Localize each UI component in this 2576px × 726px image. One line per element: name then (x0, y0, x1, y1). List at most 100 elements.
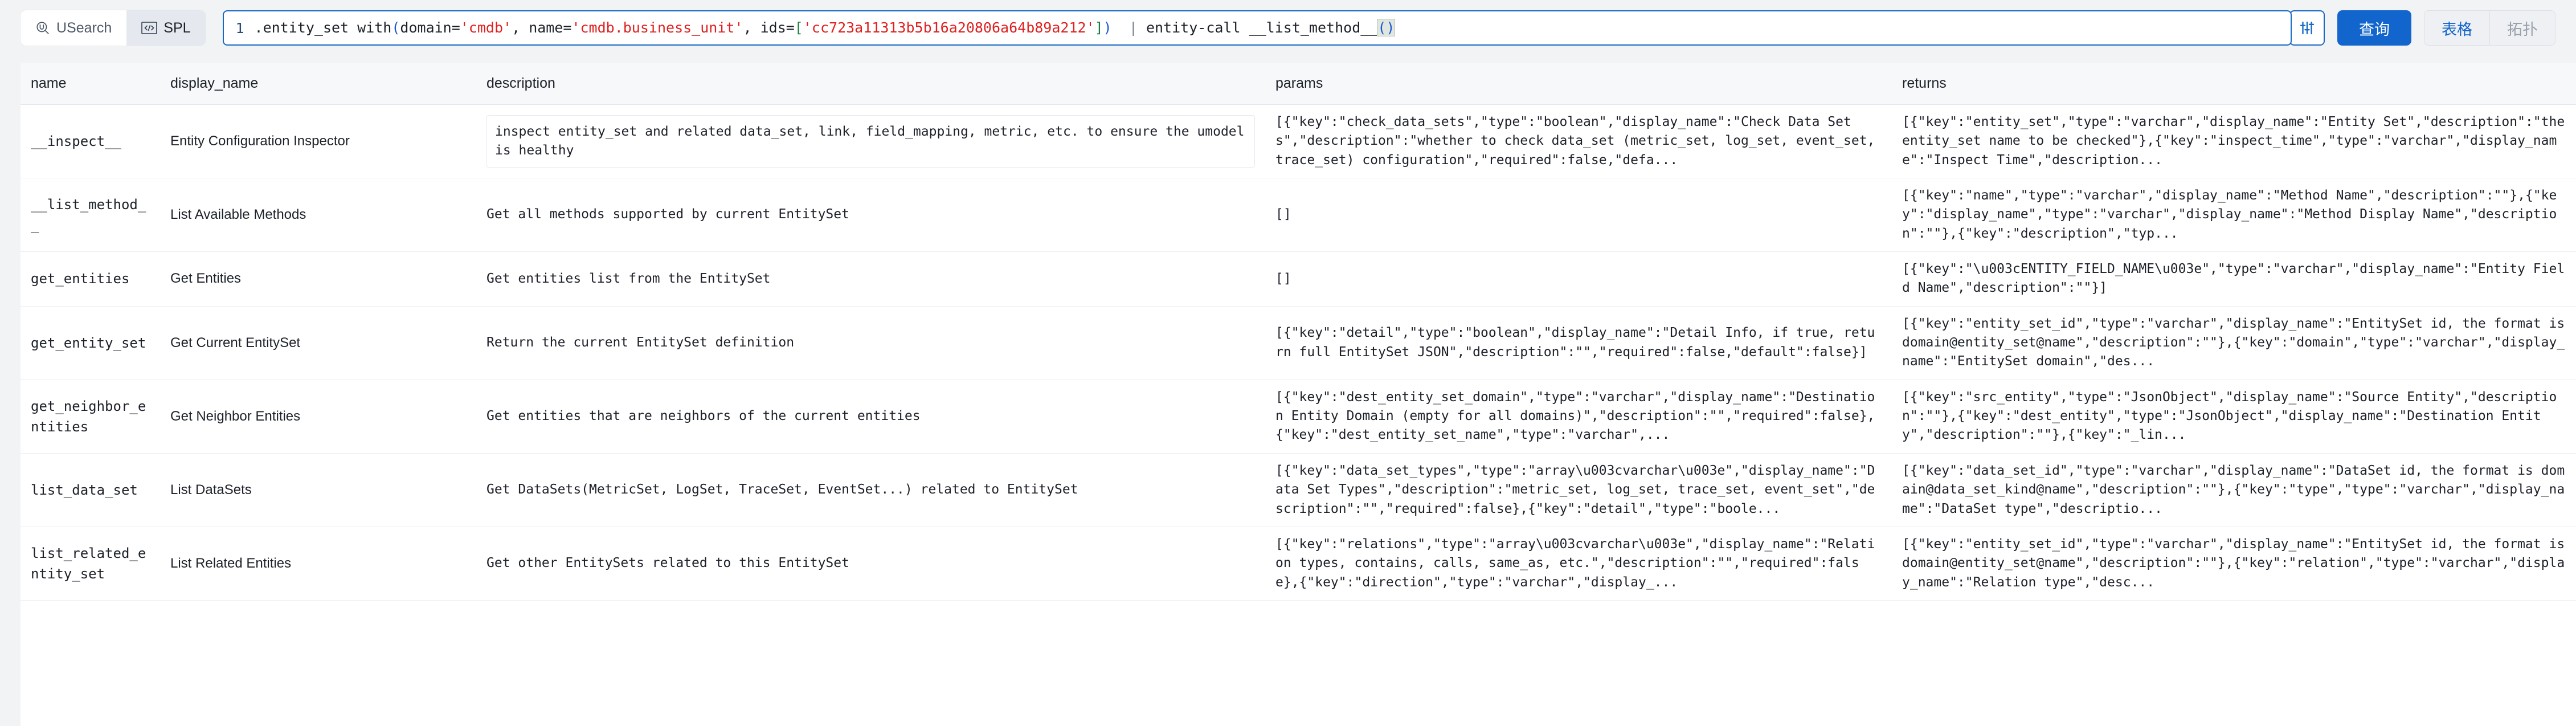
cell-params-value: [{"key":"data_set_types","type":"array\u… (1275, 463, 1875, 516)
line-number: 1 (235, 19, 244, 36)
cell-returns: [{"key":"src_entity","type":"JsonObject"… (1892, 380, 2576, 454)
cell-params-value: [] (1275, 207, 1291, 222)
query-editor-wrapper: 1 .entity_set with(domain='cmdb', name='… (222, 10, 2292, 46)
cell-description: Return the current EntitySet definition (476, 306, 1265, 380)
results-table-area: name display_name description params ret… (21, 63, 2576, 726)
cell-display-name: Entity Configuration Inspector (160, 104, 476, 179)
cell-description: Get all methods supported by current Ent… (476, 178, 1265, 252)
cell-returns-value: [{"key":"entity_set_id","type":"varchar"… (1902, 316, 2565, 369)
table-body: __inspect__Entity Configuration Inspecto… (21, 104, 2576, 601)
mode-label-spl: SPL (163, 19, 191, 36)
cell-returns: [{"key":"data_set_id","type":"varchar","… (1892, 453, 2576, 527)
cell-description: Get entities list from the EntitySet (476, 251, 1265, 307)
view-mode-group[interactable]: 表格 拓扑 (2424, 10, 2555, 46)
cell-name: get_neighbor_entities (21, 380, 160, 454)
cell-params: [{"key":"relations","type":"array\u003cv… (1265, 527, 1892, 601)
cell-params: [{"key":"check_data_sets","type":"boolea… (1265, 104, 1892, 179)
cell-description-value: Get entities list from the EntitySet (486, 271, 771, 286)
cell-returns: [{"key":"name","type":"varchar","display… (1892, 178, 2576, 252)
query-code-text[interactable]: .entity_set with(domain='cmdb', name='cm… (248, 11, 1396, 44)
query-mode-switch[interactable]: USearch SPL (21, 10, 206, 46)
column-header-returns[interactable]: returns (1892, 63, 2576, 105)
cell-returns-value: [{"key":"entity_set_id","type":"varchar"… (1902, 536, 2565, 590)
cell-description-value: Get other EntitySets related to this Ent… (486, 556, 849, 571)
table-row[interactable]: __inspect__Entity Configuration Inspecto… (21, 104, 2576, 179)
query-token: | (1128, 19, 1138, 36)
cell-returns-value: [{"key":"name","type":"varchar","display… (1902, 188, 2557, 241)
cell-description: Get entities that are neighbors of the c… (476, 380, 1265, 454)
cell-params-value: [{"key":"check_data_sets","type":"boolea… (1275, 115, 1875, 168)
column-header-name[interactable]: name (21, 63, 160, 105)
run-query-button[interactable]: 查询 (2337, 10, 2411, 46)
query-token: entity-call __list_method__ (1137, 19, 1378, 36)
cell-description: Get DataSets(MetricSet, LogSet, TraceSet… (476, 453, 1265, 527)
query-token: , name= (512, 19, 572, 36)
cell-display-name: List Related Entities (160, 527, 476, 601)
results-table: name display_name description params ret… (21, 63, 2576, 601)
cell-display-name: Get Neighbor Entities (160, 380, 476, 454)
mode-button-spl[interactable]: SPL (126, 10, 206, 46)
cell-description: inspect entity_set and related data_set,… (476, 104, 1265, 179)
cell-returns-value: [{"key":"src_entity","type":"JsonObject"… (1902, 389, 2557, 443)
query-token: 'cmdb.business_unit' (571, 19, 743, 36)
query-token (1112, 19, 1129, 36)
code-brackets-icon (141, 22, 158, 34)
query-token: .entity_set with (254, 19, 392, 36)
query-token: domain= (400, 19, 460, 36)
view-mode-table[interactable]: 表格 (2424, 11, 2489, 45)
cell-params-value: [{"key":"dest_entity_set_domain","type":… (1275, 389, 1875, 443)
mode-label-usearch: USearch (56, 19, 112, 36)
top-toolbar: USearch SPL 1 .entity_set with(domain='c… (0, 0, 2576, 56)
cell-display-name: Get Current EntitySet (160, 306, 476, 380)
cell-returns-value: [{"key":"entity_set","type":"varchar","d… (1902, 115, 2565, 168)
cell-description: Get other EntitySets related to this Ent… (476, 527, 1265, 601)
cell-display-name: Get Entities (160, 251, 476, 307)
cell-name: get_entities (21, 251, 160, 307)
query-token: 'cc723a11313b5b16a20806a64b89a212' (803, 19, 1095, 36)
query-token: ] (1094, 19, 1103, 36)
query-token: () (1377, 19, 1396, 36)
mode-button-usearch[interactable]: USearch (21, 10, 126, 46)
toolbar-actions: 查询 表格 拓扑 (2289, 10, 2555, 46)
cell-params: [{"key":"dest_entity_set_domain","type":… (1265, 380, 1892, 454)
query-token: ) (1103, 19, 1112, 36)
cell-name: get_entity_set (21, 306, 160, 380)
cell-params: [] (1265, 178, 1892, 252)
column-header-description[interactable]: description (476, 63, 1265, 105)
cell-params: [{"key":"detail","type":"boolean","displ… (1265, 306, 1892, 380)
query-token: , ids= (743, 19, 795, 36)
query-editor[interactable]: 1 .entity_set with(domain='cmdb', name='… (222, 10, 2292, 46)
cell-returns: [{"key":"entity_set_id","type":"varchar"… (1892, 306, 2576, 380)
cell-params-value: [{"key":"detail","type":"boolean","displ… (1275, 325, 1875, 360)
cell-params-value: [{"key":"relations","type":"array\u003cv… (1275, 536, 1875, 590)
cell-display-name: List DataSets (160, 453, 476, 527)
cell-name: __list_method__ (21, 178, 160, 252)
cell-description-value: Get all methods supported by current Ent… (486, 207, 849, 222)
cell-name: list_data_set (21, 453, 160, 527)
view-mode-topology[interactable]: 拓扑 (2489, 11, 2555, 45)
sliders-icon[interactable] (2289, 10, 2325, 46)
cell-params: [{"key":"data_set_types","type":"array\u… (1265, 453, 1892, 527)
usearch-logo-icon (35, 21, 50, 35)
cell-description-value: Return the current EntitySet definition (486, 335, 795, 350)
cell-name: __inspect__ (21, 104, 160, 179)
cell-description-value: Get DataSets(MetricSet, LogSet, TraceSet… (486, 482, 1078, 497)
cell-description-value: Get entities that are neighbors of the c… (486, 409, 921, 424)
column-header-display-name[interactable]: display_name (160, 63, 476, 105)
table-header-row: name display_name description params ret… (21, 63, 2576, 105)
query-token: ( (391, 19, 400, 36)
cell-params: [] (1265, 251, 1892, 307)
cell-name: list_related_entity_set (21, 527, 160, 601)
cell-returns: [{"key":"\u003cENTITY_FIELD_NAME\u003e",… (1892, 251, 2576, 307)
cell-description-value: inspect entity_set and related data_set,… (486, 115, 1255, 168)
cell-returns: [{"key":"entity_set","type":"varchar","d… (1892, 104, 2576, 179)
query-token: [ (794, 19, 803, 36)
column-header-params[interactable]: params (1265, 63, 1892, 105)
table-header: name display_name description params ret… (21, 63, 2576, 105)
